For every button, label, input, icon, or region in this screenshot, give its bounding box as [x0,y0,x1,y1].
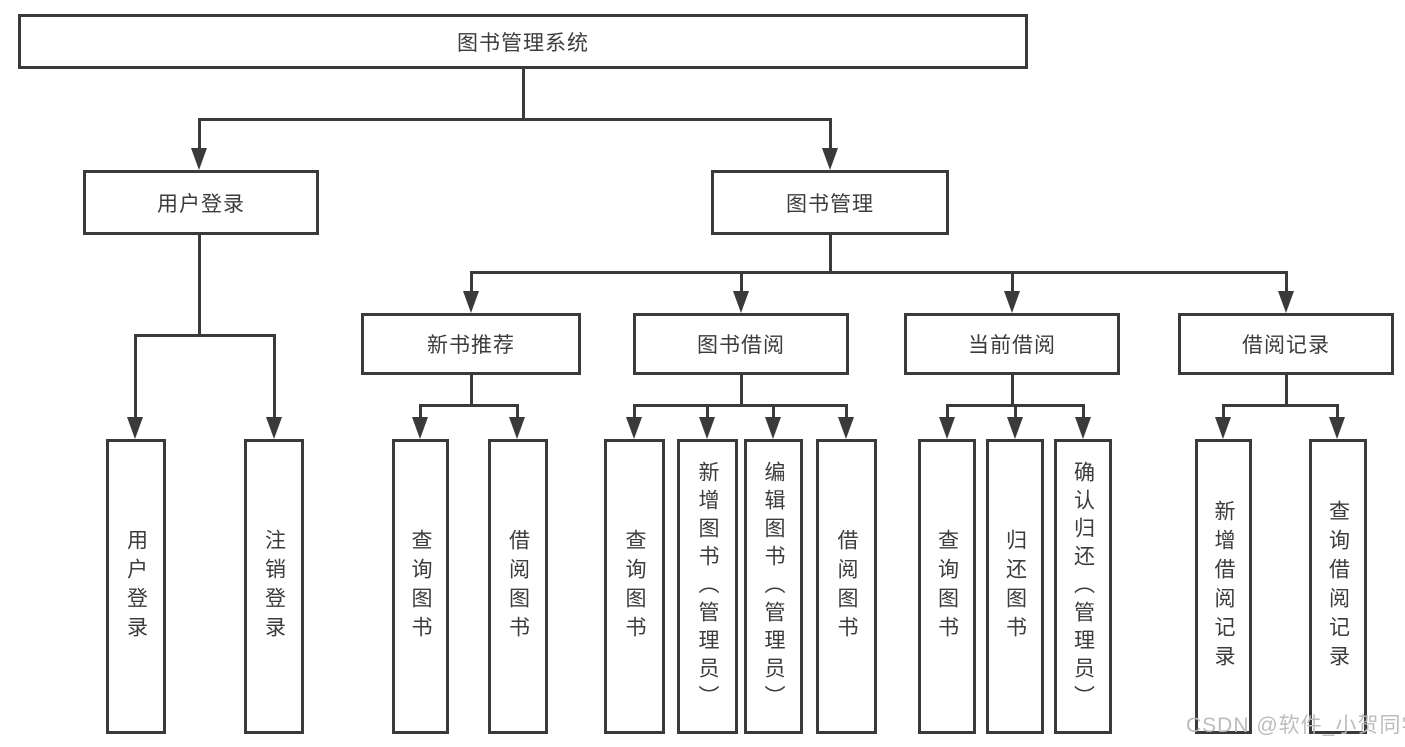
arrow-down-icon [266,417,282,439]
node-root: 图书管理系统 [18,14,1028,69]
arrow-down-icon [127,417,143,439]
connector-new-book-recommend-bar [419,404,519,407]
connector-user-login-bar [134,334,276,337]
connector-arrow-stem [1082,404,1085,421]
leaf-query-books-current-label: 查询图书 [935,528,959,645]
leaf-logout-login: 注销登录 [244,439,304,734]
connector-root-stem [522,69,525,121]
node-user-login-label: 用户登录 [157,192,245,216]
node-user-login: 用户登录 [83,170,319,235]
connector-arrow-stem [772,404,775,421]
arrow-down-icon [1215,417,1231,439]
arrow-down-icon [191,148,207,170]
leaf-query-books-borrow-label: 查询图书 [623,528,646,645]
arrow-down-icon [1075,417,1091,439]
connector-arrow-stem-leaf-logout [273,334,276,421]
connector-arrow-stem [1336,404,1339,421]
leaf-user-login-label: 用户登录 [124,528,148,645]
arrow-down-icon [838,417,854,439]
connector-arrow-stem-current-borrow [1011,271,1014,295]
arrow-down-icon [1329,417,1345,439]
leaf-query-books-current: 查询图书 [918,439,976,734]
connector-arrow-stem-user-login [198,118,201,152]
arrow-down-icon [822,148,838,170]
arrow-down-icon [412,417,428,439]
arrow-down-icon [626,417,642,439]
connector-current-borrow-stem [1011,375,1014,407]
node-book-borrow: 图书借阅 [633,313,849,375]
connector-arrow-stem [1222,404,1225,421]
leaf-query-books-recommend-label: 查询图书 [409,528,432,645]
connector-arrow-stem [845,404,848,421]
leaf-borrow-books-label: 借阅图书 [835,528,858,645]
arrow-down-icon [1007,417,1023,439]
leaf-logout-login-label: 注销登录 [262,528,286,645]
connector-level2-bar [198,118,832,121]
connector-arrow-stem-borrow-record [1285,271,1288,295]
connector-user-login-stem [198,235,201,337]
connector-arrow-stem-book-management [829,118,832,152]
connector-arrow-stem-new-book-recommend [470,271,473,295]
node-root-label: 图书管理系统 [457,31,589,55]
node-current-borrow-label: 当前借阅 [968,334,1056,357]
node-borrow-record-label: 借阅记录 [1242,334,1330,357]
arrow-down-icon [699,417,715,439]
leaf-return-book-label: 归还图书 [1003,528,1027,645]
leaf-edit-book-admin: 编辑图书（管理员） [744,439,803,734]
connector-arrow-stem [633,404,636,421]
connector-arrow-stem-book-borrow [740,271,743,295]
leaf-add-borrow-record: 新增借阅记录 [1195,439,1252,734]
csdn-watermark: CSDN @软件_小贺同学 [1186,714,1405,737]
arrow-down-icon [463,291,479,313]
node-book-borrow-label: 图书借阅 [697,334,785,357]
leaf-borrow-books-recommend-label: 借阅图书 [506,528,530,645]
leaf-confirm-return-admin: 确认归还（管理员） [1054,439,1112,734]
leaf-query-books-recommend: 查询图书 [392,439,449,734]
connector-borrow-record-stem [1285,375,1288,407]
connector-book-borrow-bar [633,404,847,407]
leaf-add-book-admin: 新增图书（管理员） [677,439,738,734]
connector-new-book-recommend-stem [470,375,473,407]
leaf-query-borrow-record: 查询借阅记录 [1309,439,1367,734]
connector-book-borrow-stem [740,375,743,407]
leaf-confirm-return-admin-label: 确认归还（管理员） [1071,460,1095,713]
connector-arrow-stem-leaf-user-login [134,334,137,421]
leaf-add-book-admin-label: 新增图书（管理员） [696,460,719,713]
connector-arrow-stem [419,404,422,421]
leaf-query-borrow-record-label: 查询借阅记录 [1326,499,1350,674]
node-current-borrow: 当前借阅 [904,313,1120,375]
node-book-management-label: 图书管理 [786,192,874,216]
node-new-book-recommend-label: 新书推荐 [427,334,515,357]
arrow-down-icon [1004,291,1020,313]
connector-arrow-stem [946,404,949,421]
leaf-borrow-books: 借阅图书 [816,439,877,734]
connector-borrow-record-bar [1222,404,1339,407]
leaf-borrow-books-recommend: 借阅图书 [488,439,548,734]
arrow-down-icon [939,417,955,439]
arrow-down-icon [733,291,749,313]
connector-arrow-stem [516,404,519,421]
node-new-book-recommend: 新书推荐 [361,313,581,375]
connector-arrow-stem [706,404,709,421]
node-borrow-record: 借阅记录 [1178,313,1394,375]
connector-level3-bar [470,271,1288,274]
leaf-edit-book-admin-label: 编辑图书（管理员） [762,460,785,713]
connector-arrow-stem [1014,404,1017,421]
leaf-query-books-borrow: 查询图书 [604,439,665,734]
leaf-user-login: 用户登录 [106,439,166,734]
leaf-return-book: 归还图书 [986,439,1044,734]
arrow-down-icon [1278,291,1294,313]
arrow-down-icon [509,417,525,439]
connector-book-management-stem [829,235,832,274]
arrow-down-icon [765,417,781,439]
leaf-add-borrow-record-label: 新增借阅记录 [1212,499,1235,674]
node-book-management: 图书管理 [711,170,949,235]
